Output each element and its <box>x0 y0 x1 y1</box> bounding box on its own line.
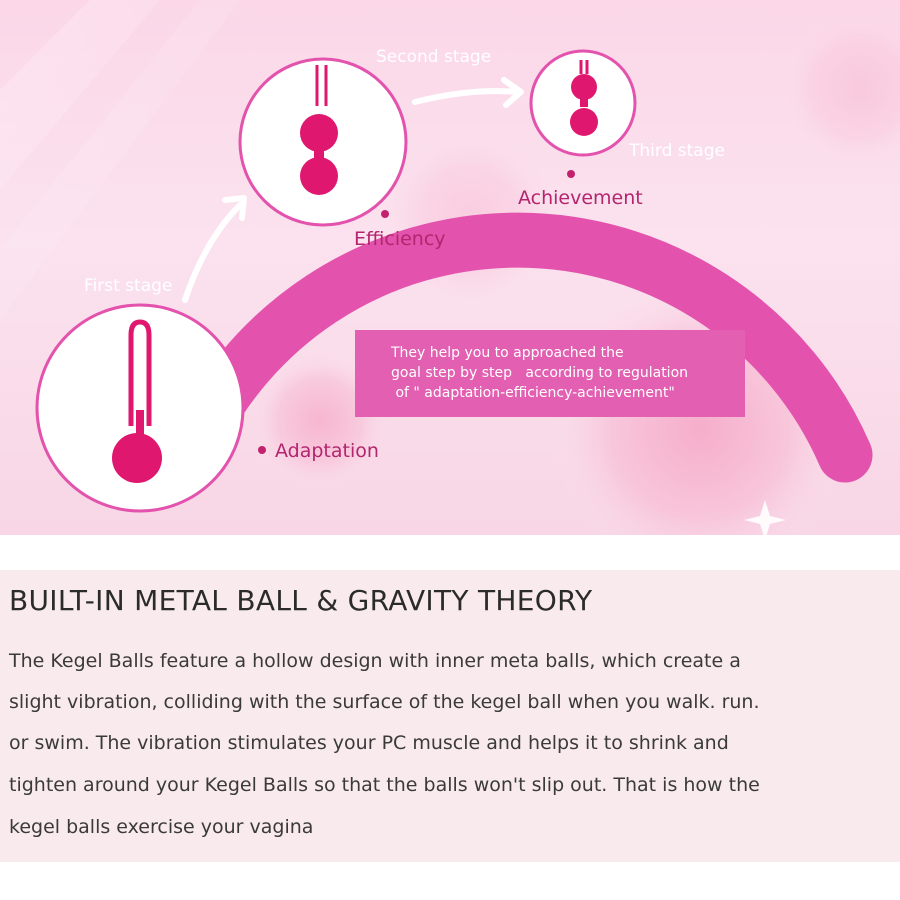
arrow-right-icon-head <box>501 77 524 108</box>
adaptation-dot <box>258 446 266 454</box>
description-section: BUILT-IN METAL BALL & GRAVITY THEORY The… <box>0 570 900 862</box>
diagram-graphics <box>0 0 900 535</box>
light-ray <box>0 0 160 190</box>
body-line: tighten around your Kegel Balls so that … <box>9 774 760 796</box>
small-double-kegel-ball-icon <box>570 60 598 136</box>
callout-line: They help you to approached the <box>391 345 624 361</box>
second-stage-label: Second stage <box>376 47 492 67</box>
stage-one-circle <box>35 303 245 513</box>
body-line: slight vibration, colliding with the sur… <box>9 691 760 713</box>
sparkle-icon <box>744 500 786 535</box>
explanation-callout: They help you to approached the goal ste… <box>355 330 745 417</box>
arrow-up-icon <box>182 202 243 303</box>
efficiency-dot <box>381 210 389 218</box>
adaptation-label: Adaptation <box>275 440 379 462</box>
double-kegel-ball-icon <box>300 65 338 195</box>
first-stage-label: First stage <box>84 276 173 296</box>
arrow-right-icon <box>412 88 521 105</box>
body-line: kegel balls exercise your vagina <box>9 816 314 838</box>
body-line: or swim. The vibration stimulates your P… <box>9 732 729 754</box>
third-stage-label: Third stage <box>629 141 725 161</box>
callout-line: goal step by step according to regulatio… <box>391 365 689 381</box>
callout-line: of " adaptation-efficiency-achievement" <box>391 385 675 401</box>
efficiency-label: Efficiency <box>354 228 446 250</box>
light-ray <box>0 0 240 320</box>
single-kegel-ball-icon <box>112 319 162 483</box>
arrow-up-icon-head <box>222 195 247 221</box>
achievement-dot <box>567 170 575 178</box>
rose-decoration <box>780 10 900 170</box>
progress-arc <box>162 212 873 483</box>
stages-diagram: First stage Second stage Third stage Ada… <box>0 0 900 535</box>
body-line: The Kegel Balls feature a hollow design … <box>9 650 741 672</box>
achievement-label: Achievement <box>518 187 643 209</box>
section-heading: BUILT-IN METAL BALL & GRAVITY THEORY <box>9 584 593 617</box>
